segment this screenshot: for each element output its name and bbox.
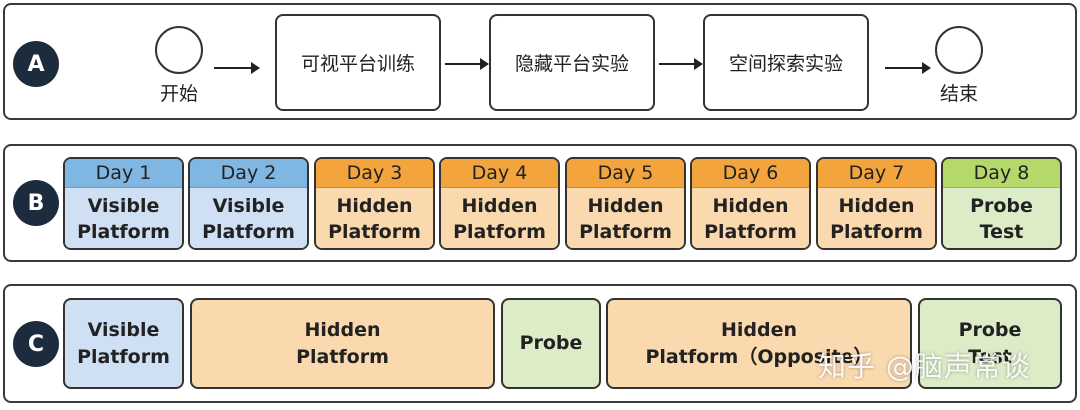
day-label: Day 2 — [190, 159, 307, 188]
condition-line1: Hidden — [336, 195, 413, 217]
day-condition: Hidden Platform — [567, 188, 684, 248]
day-label: Day 1 — [65, 159, 182, 188]
day-card-5: Day 5 Hidden Platform — [565, 157, 686, 250]
segment-line2: Test — [968, 345, 1012, 368]
segment-line2: Platform — [296, 345, 389, 368]
end-circle — [935, 26, 983, 74]
condition-line2: Platform — [202, 221, 295, 243]
day-condition: Hidden Platform — [441, 188, 558, 248]
arrow-4 — [885, 62, 931, 74]
start-circle — [155, 26, 203, 74]
panel-c-timeline: C Visible Platform Hidden Platform Probe… — [3, 284, 1077, 403]
day-label: Day 4 — [441, 159, 558, 188]
segment-line1: Visible — [87, 318, 160, 341]
step-space-exploration: 空间探索实验 — [703, 14, 869, 111]
day-condition: Hidden Platform — [692, 188, 809, 248]
segment-visible-platform: Visible Platform — [63, 298, 184, 389]
panel-c-badge: C — [13, 321, 59, 367]
day-condition: Visible Platform — [65, 188, 182, 248]
condition-line2: Platform — [77, 221, 170, 243]
day-label: Day 3 — [316, 159, 433, 188]
condition-line2: Platform — [830, 221, 923, 243]
segment-hidden-platform-opposite: Hidden Platform（Opposite） — [606, 298, 912, 389]
segment-line2: Platform — [77, 345, 170, 368]
condition-line2: Platform — [328, 221, 421, 243]
condition-line1: Probe — [970, 195, 1033, 217]
start-label: 开始 — [159, 83, 198, 105]
segment-line2: Platform（Opposite） — [645, 345, 873, 368]
segment-probe: Probe — [501, 298, 601, 389]
step-visible-training: 可视平台训练 — [275, 14, 441, 111]
condition-line1: Visible — [87, 195, 160, 217]
day-condition: Visible Platform — [190, 188, 307, 248]
step-hidden-experiment: 隐藏平台实验 — [489, 14, 655, 111]
segment-line1: Probe — [958, 318, 1022, 341]
segment-line1: Hidden — [304, 318, 381, 341]
end-label: 结束 — [939, 83, 978, 105]
segment-line1: Probe — [519, 332, 583, 354]
day-condition: Hidden Platform — [818, 188, 935, 248]
condition-line2: Platform — [579, 221, 672, 243]
day-condition: Probe Test — [943, 188, 1060, 248]
day-label: Day 5 — [567, 159, 684, 188]
condition-line2: Platform — [453, 221, 546, 243]
day-label: Day 7 — [818, 159, 935, 188]
day-card-3: Day 3 Hidden Platform — [314, 157, 435, 250]
arrow-2 — [445, 58, 489, 70]
day-card-8: Day 8 Probe Test — [941, 157, 1062, 250]
condition-line1: Hidden — [461, 195, 538, 217]
segment-hidden-platform: Hidden Platform — [190, 298, 495, 389]
panel-b-schedule: B Day 1 Visible Platform Day 2 Visible P… — [3, 144, 1077, 262]
day-card-4: Day 4 Hidden Platform — [439, 157, 560, 250]
condition-line2: Platform — [704, 221, 797, 243]
day-label: Day 6 — [692, 159, 809, 188]
day-card-6: Day 6 Hidden Platform — [690, 157, 811, 250]
day-card-1: Day 1 Visible Platform — [63, 157, 184, 250]
condition-line1: Hidden — [587, 195, 664, 217]
panel-a-badge: A — [13, 41, 59, 87]
arrow-1 — [214, 62, 260, 74]
day-card-7: Day 7 Hidden Platform — [816, 157, 937, 250]
segment-probe-test: Probe Test — [918, 298, 1062, 389]
panel-b-badge: B — [13, 180, 59, 226]
condition-line1: Hidden — [838, 195, 915, 217]
watermark-text: 知乎 @脑声常谈 — [818, 350, 1031, 383]
day-label: Day 8 — [943, 159, 1060, 188]
panel-a-flowchart: A 开始 可视平台训练 隐藏平台实验 空间探索实验 结束 — [3, 3, 1077, 120]
arrow-3 — [659, 58, 703, 70]
condition-line1: Visible — [212, 195, 285, 217]
condition-line1: Hidden — [712, 195, 789, 217]
segment-line1: Hidden — [720, 318, 798, 341]
condition-line2: Test — [979, 221, 1024, 243]
day-condition: Hidden Platform — [316, 188, 433, 248]
day-card-2: Day 2 Visible Platform — [188, 157, 309, 250]
